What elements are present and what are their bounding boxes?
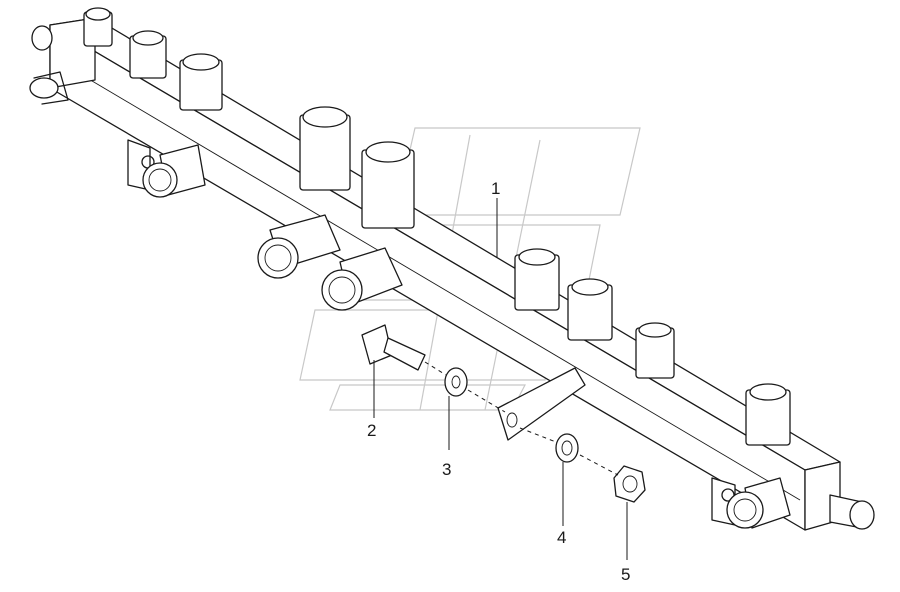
side-fitting-d — [726, 477, 791, 529]
side-fitting-a — [142, 144, 206, 198]
callout-3: 3 — [442, 460, 451, 479]
manifold-rail — [49, 17, 841, 531]
top-fitting-4 — [299, 106, 351, 191]
top-fitting-9 — [745, 383, 791, 446]
flat-washer — [444, 367, 468, 397]
bolt — [361, 324, 426, 371]
callout-4: 4 — [557, 528, 566, 547]
callout-5: 5 — [621, 565, 630, 584]
side-fitting-left-end — [29, 25, 69, 105]
side-fitting-b — [257, 214, 341, 279]
callout-1: 1 — [491, 179, 500, 198]
top-fitting-1 — [83, 7, 113, 47]
top-fitting-8 — [635, 322, 675, 379]
top-fitting-5 — [361, 141, 415, 229]
clamp-plate — [497, 367, 586, 441]
side-fitting-c — [321, 247, 403, 311]
top-fitting-2 — [129, 30, 167, 79]
callout-2: 2 — [367, 421, 376, 440]
top-fitting-6 — [514, 248, 560, 311]
lock-washer — [555, 433, 579, 463]
top-fitting-3 — [179, 53, 223, 111]
hex-nut — [613, 465, 646, 503]
top-fitting-7 — [567, 278, 613, 341]
side-fitting-end-right — [829, 494, 875, 530]
